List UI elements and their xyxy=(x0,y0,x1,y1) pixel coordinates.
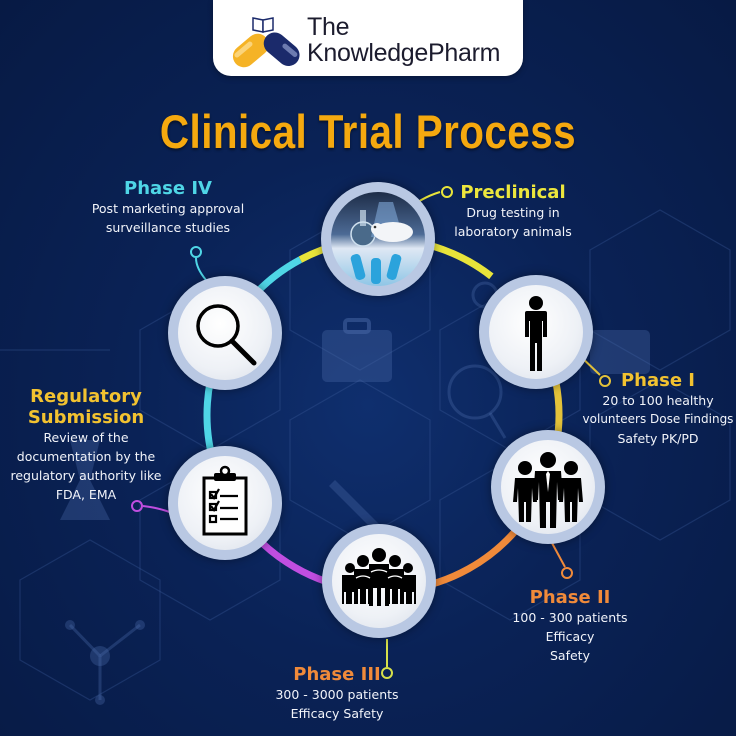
node-phase4[interactable] xyxy=(168,276,282,390)
book-icon xyxy=(252,17,274,33)
node-regulatory[interactable] xyxy=(168,446,282,560)
phase4-desc-2: surveillance studies xyxy=(105,220,231,235)
phase1-desc-1: 20 to 100 healthy xyxy=(602,393,714,408)
person-icon xyxy=(525,296,547,371)
preclinical-desc-2: laboratory animals xyxy=(454,224,572,239)
group-people-icon xyxy=(342,548,416,606)
phase1-desc-2: volunteers Dose Findings xyxy=(582,412,734,426)
phase3-desc-2: Efficacy Safety xyxy=(290,706,384,721)
brand-name-line1: The xyxy=(307,13,350,41)
phase4-heading: Phase IV xyxy=(124,178,212,199)
regulatory-heading-2: Submission xyxy=(27,407,145,428)
phase2-desc-2: Efficacy xyxy=(545,629,595,644)
node-preclinical[interactable] xyxy=(321,182,435,296)
page-title: Clinical Trial Process xyxy=(159,105,577,158)
magnifier-icon xyxy=(196,304,257,366)
regulatory-desc-4: FDA, EMA xyxy=(55,487,117,502)
lab-rat-photo-icon xyxy=(350,202,413,284)
phase2-heading: Phase II xyxy=(529,587,611,608)
regulatory-desc-1: Review of the xyxy=(43,430,129,445)
phase2-desc-1: 100 - 300 patients xyxy=(512,610,628,625)
label-preclinical: Preclinical Drug testing in laboratory a… xyxy=(448,182,578,241)
node-phase2[interactable] xyxy=(491,430,605,544)
regulatory-desc-3: regulatory authority like xyxy=(10,468,162,483)
phase3-heading: Phase III xyxy=(293,664,381,685)
preclinical-desc-1: Drug testing in xyxy=(466,205,560,220)
clipboard-checklist-icon xyxy=(202,465,248,536)
label-phase1: Phase I 20 to 100 healthy volunteers Dos… xyxy=(578,370,736,448)
three-people-icon xyxy=(513,452,583,528)
label-regulatory: Regulatory Submission Review of the docu… xyxy=(0,386,172,504)
phase3-desc-1: 300 - 3000 patients xyxy=(275,687,399,702)
node-phase1[interactable] xyxy=(479,275,593,389)
label-phase2: Phase II 100 - 300 patients Efficacy Saf… xyxy=(500,587,640,665)
brand-logo: The KnowledgePharm xyxy=(213,0,523,76)
preclinical-heading: Preclinical xyxy=(460,182,566,203)
regulatory-desc-2: documentation by the xyxy=(16,449,156,464)
capsule-book-logo-icon xyxy=(232,17,300,68)
brand-name-line2: KnowledgePharm xyxy=(307,39,501,67)
label-phase3: Phase III 300 - 3000 patients Efficacy S… xyxy=(262,664,412,723)
phase1-heading: Phase I xyxy=(620,370,696,391)
phase1-desc-3: Safety PK/PD xyxy=(617,431,699,446)
label-phase4: Phase IV Post marketing approval surveil… xyxy=(82,178,254,237)
node-phase3[interactable] xyxy=(322,524,436,638)
phase2-desc-3: Safety xyxy=(550,648,590,663)
phase4-desc-1: Post marketing approval xyxy=(91,201,245,216)
bg-medkit-icon xyxy=(322,330,392,382)
regulatory-heading-1: Regulatory xyxy=(30,386,142,407)
